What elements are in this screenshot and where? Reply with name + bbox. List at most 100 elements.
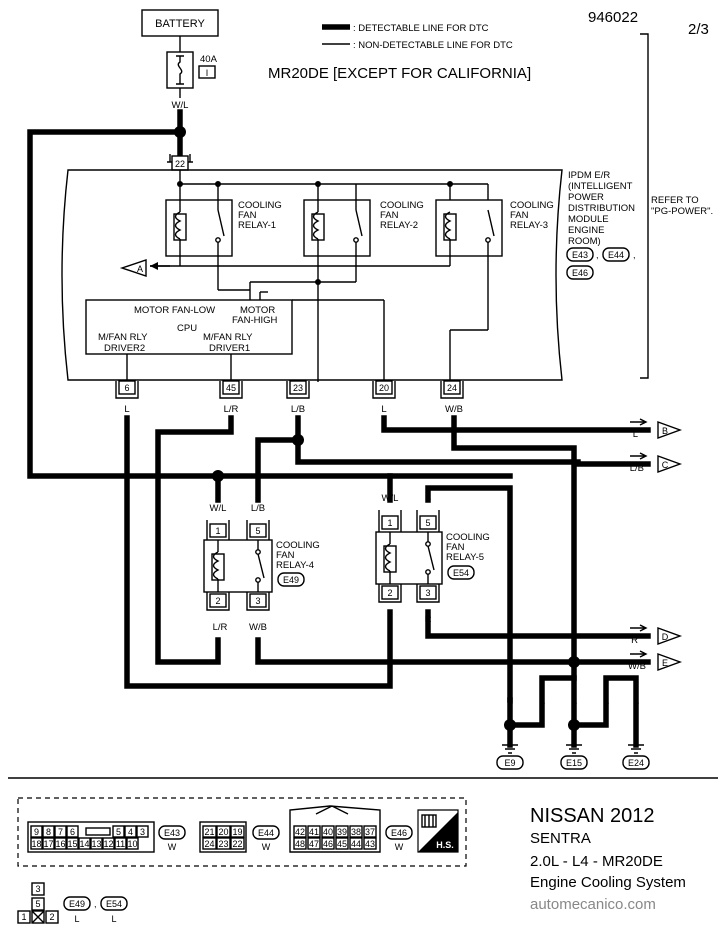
wire-b-ground <box>425 485 513 703</box>
svg-text:44: 44 <box>351 839 361 849</box>
motor-fan-low: MOTOR FAN-LOW <box>134 305 215 316</box>
svg-text:L/R: L/R <box>213 622 228 633</box>
svg-text:3: 3 <box>140 827 145 837</box>
footer-engine: 2.0L - L4 - MR20DE <box>530 853 663 870</box>
ground-labels: E9 E15 E24 <box>496 755 650 770</box>
svg-text:L: L <box>387 614 392 625</box>
cooling-fan-relay-4: W/L L/B 1 5 2 3 L/R W/B COOLING FAN RELA… <box>203 503 320 633</box>
svg-text:3: 3 <box>425 588 430 598</box>
svg-text:DISTRIBUTION: DISTRIBUTION <box>568 203 635 214</box>
svg-text:B: B <box>571 697 577 708</box>
svg-text:24: 24 <box>204 839 214 849</box>
ipdm-label: IPDM E/R (INTELLIGENT POWER DISTRIBUTION… <box>568 170 635 247</box>
svg-text:L/B: L/B <box>251 503 265 514</box>
svg-text:3: 3 <box>35 884 40 894</box>
svg-text:,: , <box>633 250 636 260</box>
svg-text:FAN: FAN <box>446 542 465 553</box>
connector-e43: 9 8 7 6 5 4 3 18 17 16 15 14 13 12 11 10… <box>27 821 186 853</box>
svg-text:L/B: L/B <box>291 404 305 415</box>
svg-text:W/B: W/B <box>249 622 267 633</box>
svg-text:39: 39 <box>337 827 347 837</box>
svg-text:2: 2 <box>387 588 392 598</box>
connector-e44: 21 20 19 24 23 22 E44 W <box>199 821 280 853</box>
wire-ground-e24 <box>571 675 639 748</box>
svg-text:9: 9 <box>34 827 39 837</box>
svg-text:37: 37 <box>365 827 375 837</box>
svg-text:B: B <box>662 426 668 436</box>
svg-text:L: L <box>381 404 386 415</box>
svg-text:H.S.: H.S. <box>436 840 454 850</box>
driver2-2: DRIVER2 <box>104 343 145 354</box>
svg-text:ROOM): ROOM) <box>568 236 601 247</box>
cooling-fan-relay-5: W/L B 1 5 2 3 L R COOLING FAN RELAY-5 E5… <box>375 493 490 625</box>
svg-text:1: 1 <box>215 526 220 536</box>
svg-text:E49: E49 <box>283 575 299 585</box>
battery-box <box>141 9 219 37</box>
refer-bracket <box>640 33 649 379</box>
svg-text:RELAY-4: RELAY-4 <box>276 560 314 571</box>
svg-text:E24: E24 <box>628 758 644 768</box>
svg-text:E46: E46 <box>391 828 407 838</box>
svg-text:17: 17 <box>43 839 53 849</box>
svg-text:22: 22 <box>175 159 185 169</box>
svg-text:6: 6 <box>70 827 75 837</box>
svg-text:4: 4 <box>128 827 133 837</box>
svg-text:B: B <box>539 697 545 708</box>
svg-text:E44: E44 <box>608 250 624 260</box>
footer-brand: NISSAN 2012 <box>530 805 655 827</box>
legend: : DETECTABLE LINE FOR DTC : NON-DETECTAB… <box>322 23 513 51</box>
connector-e46: 42 41 40 39 38 37 48 47 46 45 44 43 E46 … <box>289 805 413 853</box>
cooling-fan-relay-2: COOLING FAN RELAY-2 <box>303 199 424 257</box>
driver1-1: M/FAN RLY <box>203 332 253 343</box>
svg-text:E54: E54 <box>106 899 122 909</box>
connector-legend-frame <box>17 797 467 867</box>
svg-text:14: 14 <box>79 839 89 849</box>
svg-text:W: W <box>395 842 404 852</box>
svg-text:E: E <box>662 658 668 668</box>
svg-text:13: 13 <box>91 839 101 849</box>
svg-text:B: B <box>603 697 609 708</box>
svg-text:45: 45 <box>337 839 347 849</box>
svg-text:20: 20 <box>218 827 228 837</box>
svg-text:FAN: FAN <box>510 210 529 221</box>
svg-text:E49: E49 <box>69 899 85 909</box>
svg-text:E54: E54 <box>453 568 469 578</box>
svg-text:40: 40 <box>323 827 333 837</box>
offpage-c: C L/B <box>630 452 683 474</box>
svg-text:41: 41 <box>309 827 319 837</box>
wire-wl-main <box>27 129 513 479</box>
svg-text:RELAY-3: RELAY-3 <box>510 220 548 231</box>
svg-text:C: C <box>662 460 669 470</box>
svg-text:A: A <box>137 264 143 274</box>
refer-line1: REFER TO <box>651 195 699 206</box>
ipdm-pins: 6 45 23 20 24 L L/R L/B L W/B <box>115 380 464 415</box>
svg-text:2: 2 <box>49 912 54 922</box>
svg-text:5: 5 <box>255 526 260 536</box>
hs-badge-icon: H.S. <box>417 809 459 853</box>
svg-text:16: 16 <box>55 839 65 849</box>
svg-text:47: 47 <box>309 839 319 849</box>
svg-text:L/B: L/B <box>630 463 644 474</box>
svg-text:RELAY-1: RELAY-1 <box>238 220 276 231</box>
svg-text:D: D <box>662 632 669 642</box>
svg-text:E44: E44 <box>258 828 274 838</box>
cooling-fan-relay-1: COOLING FAN RELAY-1 <box>165 199 282 257</box>
svg-text:COOLING: COOLING <box>380 200 424 211</box>
diagram-title: MR20DE [EXCEPT FOR CALIFORNIA] <box>268 65 531 82</box>
legend-nondetectable: : NON-DETECTABLE LINE FOR DTC <box>353 40 513 51</box>
svg-text:19: 19 <box>232 827 242 837</box>
ground-symbols <box>502 744 644 754</box>
svg-text:RELAY-5: RELAY-5 <box>446 552 484 563</box>
svg-text:COOLING: COOLING <box>276 540 320 551</box>
cpu-label: CPU <box>177 323 197 334</box>
svg-text:IPDM E/R: IPDM E/R <box>568 170 610 181</box>
svg-text:W/L: W/L <box>382 493 399 504</box>
svg-text:23: 23 <box>293 383 303 393</box>
svg-text:FAN: FAN <box>380 210 399 221</box>
diagram-code: 946022 <box>588 9 638 26</box>
page-number: 2/3 <box>688 21 709 38</box>
svg-text:MODULE: MODULE <box>568 214 609 225</box>
cpu-box <box>85 299 293 355</box>
ipdm-box <box>61 169 563 381</box>
